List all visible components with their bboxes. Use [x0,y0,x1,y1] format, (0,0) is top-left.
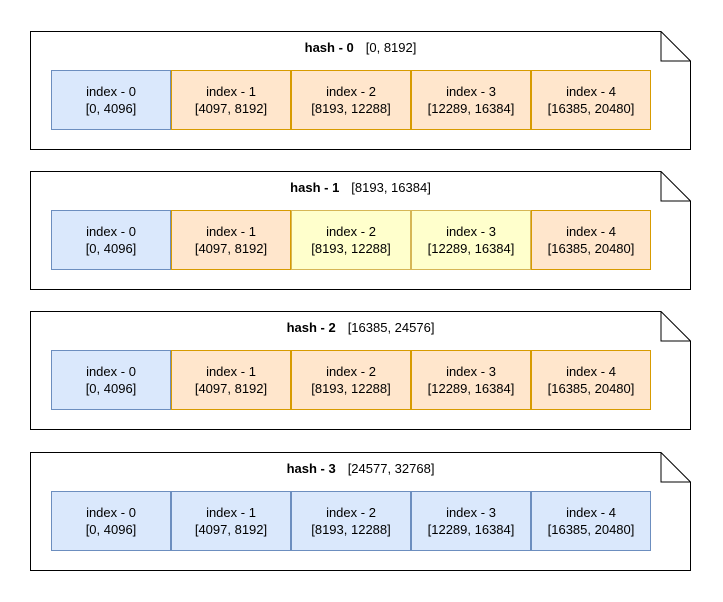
index-label: index - 4 [566,224,616,239]
index-label: index - 3 [446,364,496,379]
index-cell: index - 1 [4097, 8192] [171,491,291,551]
hash-panel: hash - 1[8193, 16384]index - 0[0, 4096]i… [30,171,691,290]
index-cell: index - 1 [4097, 8192] [171,350,291,410]
index-label: index - 1 [206,84,256,99]
index-cell: index - 4 [16385, 20480] [531,210,651,270]
index-label: index - 2 [326,84,376,99]
index-cell: index - 0 [0, 4096] [51,70,171,130]
hash-name: hash - 0 [304,40,354,55]
hash-panel: hash - 3 [24577, 32768] index - 0 [0, 4096]… [30,452,691,571]
index-label: index - 4 [566,84,616,99]
index-label: index - 1 [206,364,256,379]
index-label: index - 2 [326,364,376,379]
note-fold-corner [660,171,691,202]
index-cell: index - 0 [0, 4096] [51,491,171,551]
index-label: index - 2 [326,224,376,239]
panel-title: hash - 1 [8193, 16384] [30,180,691,195]
hash-name: hash - 2 [286,320,336,335]
index-label: index - 4 [566,364,616,379]
index-cell: index - 3 [12289, 16384] [411,210,531,270]
hash-name: hash - 1 [290,180,340,195]
note-fold-corner [660,31,691,62]
index-range: [16385, 20480] [547,381,635,396]
index-cell: index - 0 [0, 4096] [51,350,171,410]
hash-panel: hash - 0[0, 8192]index - 0[0, 4096]index… [30,31,691,150]
index-cell: index - 1 [4097, 8192] [171,70,291,130]
index-range: [4097, 8192] [194,381,268,396]
index-cell: index - 3 [12289, 16384] [411,491,531,551]
index-label: index - 3 [446,505,496,520]
note-fold-corner [660,311,691,342]
index-cell: index - 3 [12289, 16384] [411,70,531,130]
index-range: [12289, 16384] [427,101,515,116]
index-range: [8193, 12288] [311,101,391,116]
index-cell: index - 1 [4097, 8192] [171,210,291,270]
hash-panel: hash - 2 [16385, 24576] index - 0 [0, 4096]… [30,311,691,430]
index-label: index - 0 [86,84,136,99]
index-cell: index - 2 [8193, 12288] [291,491,411,551]
index-range: [4097, 8192] [194,522,268,537]
index-label: index - 0 [86,224,136,239]
index-cell: index - 4 [16385, 20480] [531,70,651,130]
index-label: index - 1 [206,505,256,520]
panel-title: hash - 0 [0, 8192] [30,40,691,55]
panel-title: hash - 3 [24577, 32768] [30,461,691,476]
index-cell: index - 0 [0, 4096] [51,210,171,270]
hash-name: hash - 3 [286,461,336,476]
panel-title: hash - 2 [16385, 24576] [30,320,691,335]
hash-range: [16385, 24576] [347,320,435,335]
index-range: [0, 4096] [85,522,137,537]
hash-range: [8193, 16384] [351,180,431,195]
index-cell: index - 4 [16385, 20480] [531,350,651,410]
index-cell: index - 2 [8193, 12288] [291,350,411,410]
index-range: [0, 4096] [85,101,137,116]
index-range: [0, 4096] [85,241,137,256]
hash-range: [24577, 32768] [347,461,435,476]
index-range: [12289, 16384] [427,522,515,537]
index-label: index - 3 [446,84,496,99]
index-cell: index - 4 [16385, 20480] [531,491,651,551]
index-range: [12289, 16384] [427,241,515,256]
index-label: index - 0 [86,505,136,520]
index-range: [8193, 12288] [311,522,391,537]
index-range: [16385, 20480] [547,101,635,116]
index-label: index - 3 [446,224,496,239]
index-cell: index - 2 [8193, 12288] [291,70,411,130]
index-range: [16385, 20480] [547,241,635,256]
index-cell: index - 3 [12289, 16384] [411,350,531,410]
index-range: [16385, 20480] [547,522,635,537]
index-range: [12289, 16384] [427,381,515,396]
hash-range: [0, 8192] [365,40,417,55]
index-label: index - 4 [566,505,616,520]
note-fold-corner [660,452,691,483]
index-cell: index - 2 [8193, 12288] [291,210,411,270]
index-label: index - 1 [206,224,256,239]
index-range: [8193, 12288] [311,241,391,256]
index-range: [0, 4096] [85,381,137,396]
index-label: index - 2 [326,505,376,520]
index-label: index - 0 [86,364,136,379]
index-range: [4097, 8192] [194,101,268,116]
index-range: [8193, 12288] [311,381,391,396]
index-range: [4097, 8192] [194,241,268,256]
